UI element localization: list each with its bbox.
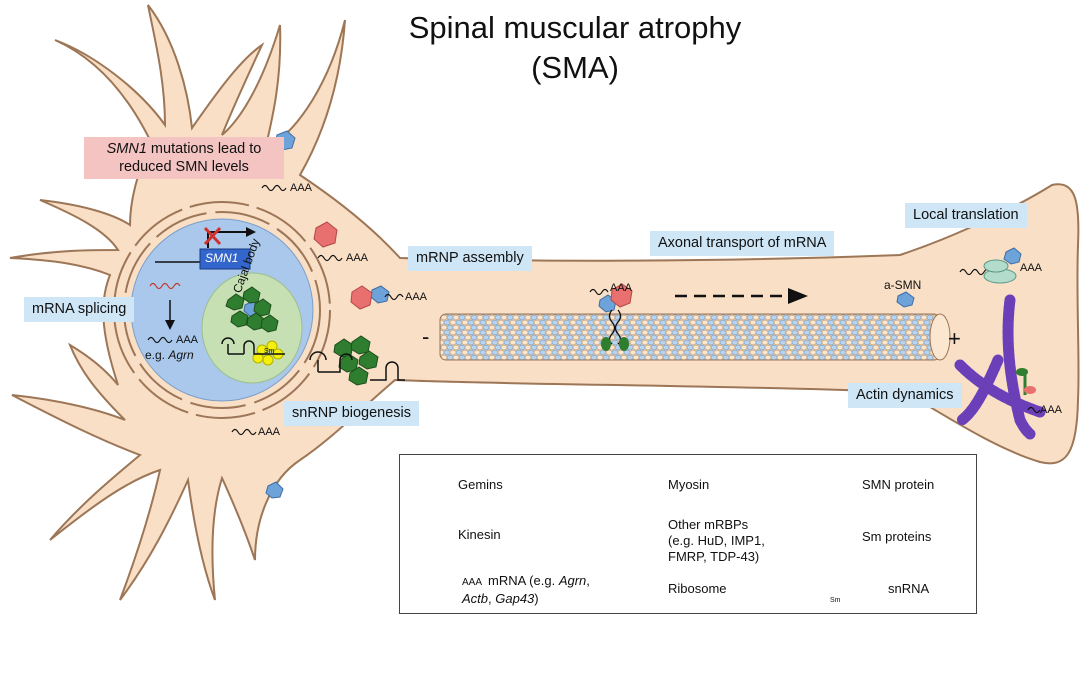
legend-box: Gemins Kinesin AAA mRNA (e.g. Agrn, Actb,… [399,454,977,614]
splicing-arrow [165,300,175,330]
legend-mrna-agrn: Agrn [558,573,587,588]
smn1-gene-name: SMN1 [106,141,147,157]
mrna-splicing-label: mRNA splicing [24,297,135,322]
snrnp-biogenesis-label: snRNP biogenesis [284,401,420,426]
aaa-label-5: AAA [176,334,199,346]
gemins-cluster-snrnp [333,335,379,386]
transport-arrow [675,288,808,304]
legend-mrbps-text: Other mRBPs (e.g. HuD, IMP1, FMRP, TDP-4… [668,517,765,565]
axonal-transport-label: Axonal transport of mRNA [650,231,835,256]
legend-mrna-text: AAA mRNA (e.g. Agrn, Actb, Gap43) [462,573,590,607]
legend-myosin-text: Myosin [668,477,710,492]
legend-mrbps-line-3: FMRP, TDP-43) [668,549,760,564]
legend-mrna-prefix: mRNA (e.g. [488,573,559,588]
snrna-glyphs [221,337,405,381]
legend-snrna-sm: Sm [830,597,841,604]
aaa-label-7: AAA [1020,262,1043,274]
mrna-glyphs [147,184,1041,436]
aaa-label-2: AAA [346,252,369,264]
legend-mrna-aaa: AAA [462,577,483,588]
aaa-label-1: AAA [290,182,313,194]
smn1-label-rest-2: reduced SMN levels [119,159,249,175]
gemins-cluster-cajal [225,286,279,333]
gene-knockout-x [203,226,222,246]
microtubule-end [929,313,951,361]
legend-kinesin-text: Kinesin [458,527,501,542]
agrn-example-prefix: e.g. [145,348,169,362]
legend-mrna-gap43: Gap43 [495,591,535,606]
mrbp-glyphs [313,221,633,310]
kinesin-motor [601,309,629,351]
smn1-gene-label: SMN1 [205,251,239,265]
local-translation-label: Local translation [905,203,1027,228]
agrn-example-gene: Agrn [168,348,194,362]
legend-snrna-text: snRNA [888,581,930,596]
microtubule [439,313,941,361]
legend-mrbps-line-2: (e.g. HuD, IMP1, [668,533,765,548]
smn1-label-rest-1: mutations lead to [146,141,262,157]
myosin-motor [1016,368,1036,395]
title-line-1: Spinal muscular atrophy [408,10,742,45]
aaa-label-4: AAA [258,426,281,438]
mrnp-assembly-label: mRNP assembly [408,246,532,271]
sm-protein-glyphs [252,340,284,366]
smn1-gene-box [199,248,251,270]
aaa-label-3: AAA [405,291,428,303]
aaa-label-8: AAA [1040,404,1063,416]
legend-mrna-actb: Actb [462,591,489,606]
a-smn-label: a-SMN [884,278,922,292]
legend-ribosome-text: Ribosome [668,581,727,596]
legend-smn-text: SMN protein [862,477,935,492]
title-line-2: (SMA) [531,50,619,85]
ribosome-glyph [983,247,1022,284]
microtubule-plus-end: + [948,326,961,351]
legend-mrna-suffix: ) [534,591,539,606]
cajal-sm-label: Sm [264,348,275,355]
legend-mrna-comma: , [586,573,590,588]
smn1-mutation-label: SMN1 mutations lead to reduced SMN level… [84,137,284,179]
legend-gemins-text: Gemins [458,477,503,492]
legend-mrna-sep: , [488,591,496,606]
legend-sm-text: Sm proteins [862,529,932,544]
actin-dynamics-label: Actin dynamics [848,383,962,408]
agrn-example-label: e.g. Agrn [145,348,194,362]
legend-mrbps-line-1: Other mRBPs [668,517,749,532]
microtubule-minus-end: - [422,324,430,349]
aaa-label-6: AAA [610,282,633,294]
